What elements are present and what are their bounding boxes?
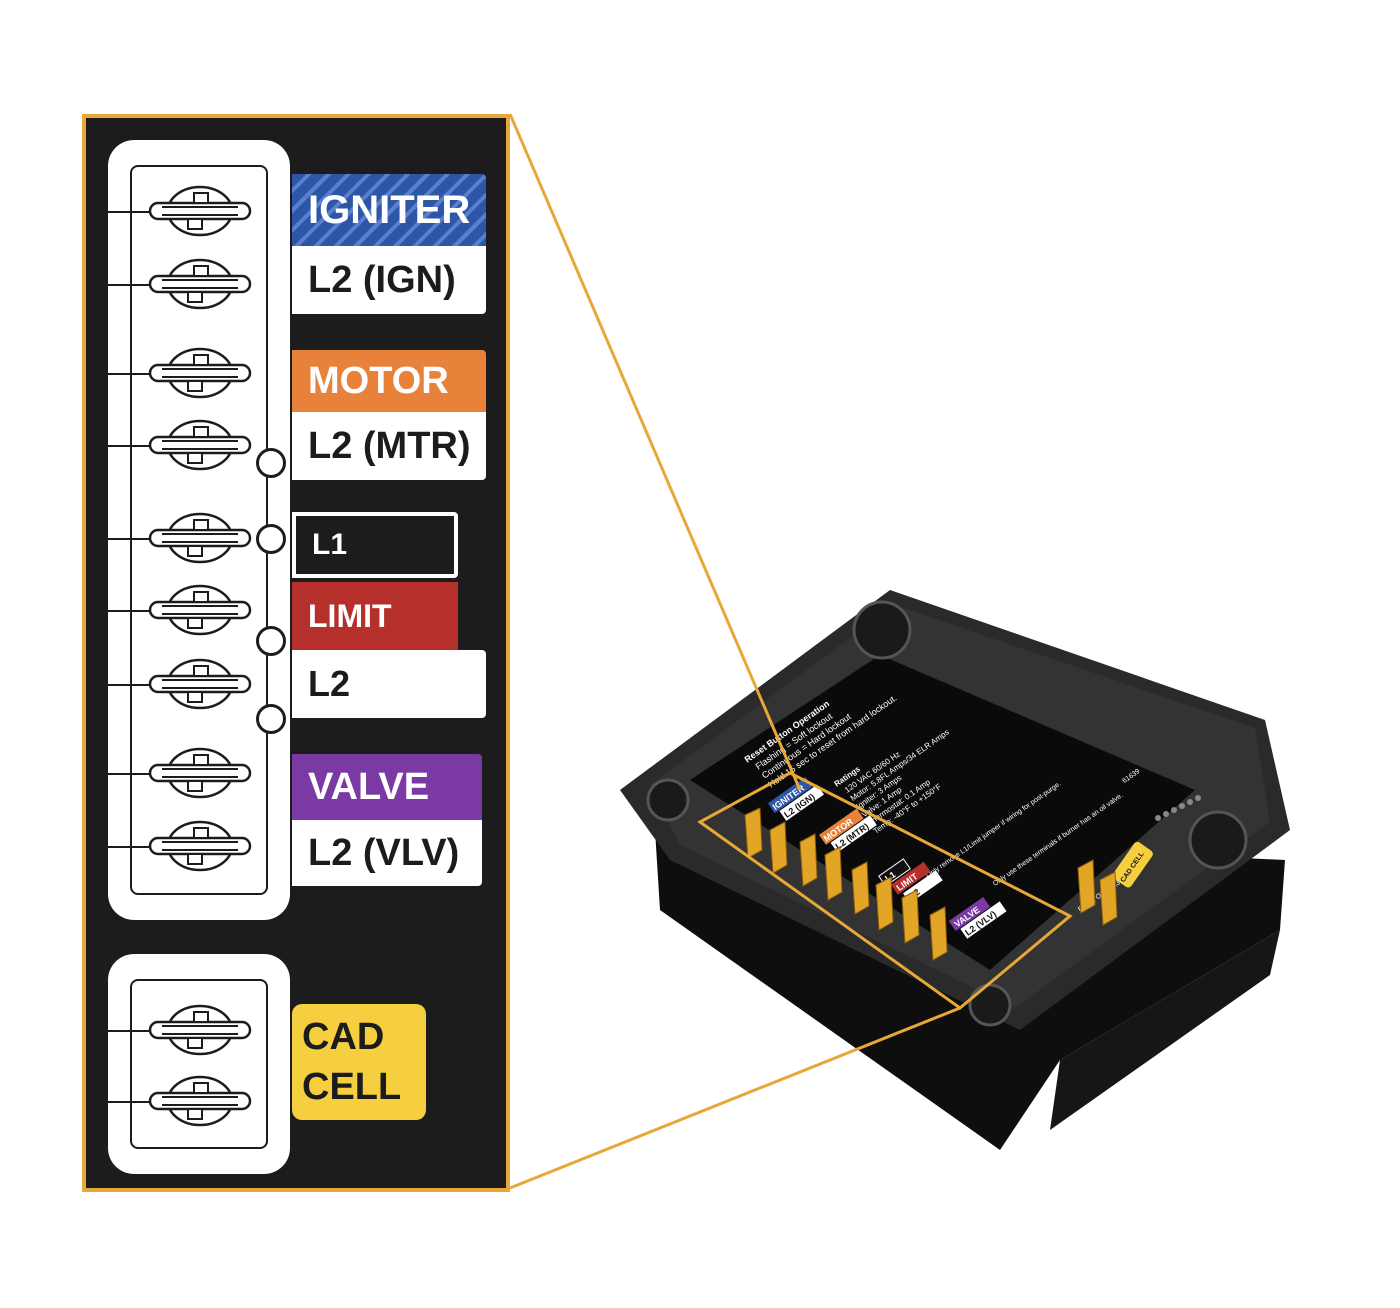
terminal-zoom-panel: IGNITER L2 (IGN) MOTOR L2 (MTR) L1 LIMIT… (82, 114, 510, 1192)
module-body-right (1050, 930, 1280, 1130)
terminal-lead-wire (86, 538, 166, 540)
callout-line-top (508, 113, 802, 791)
label-l1: L1 (292, 512, 458, 578)
label-motor: MOTOR (292, 350, 486, 412)
quick-connect-terminal-icon (148, 658, 252, 710)
label-igniter: IGNITER (292, 174, 486, 246)
cad-terminal-strip (130, 979, 268, 1149)
mount-hole (646, 778, 690, 822)
quick-connect-terminal-icon (148, 584, 252, 636)
label-limit: LIMIT (292, 582, 458, 650)
led-dots (1155, 795, 1201, 821)
quick-connect-terminal-icon (148, 747, 252, 799)
cad-line-2: CELL (302, 1066, 402, 1108)
terminal-lead-wire (86, 211, 166, 213)
label-valve: VALVE (292, 754, 482, 820)
cad-line-1: CAD (302, 1016, 385, 1058)
label-cad-cell: CAD CELL (292, 1004, 426, 1120)
jumper-connector (256, 704, 286, 734)
spade-terminals (744, 807, 1118, 961)
quick-connect-terminal-icon (148, 258, 252, 310)
callout-line-bottom (509, 1006, 961, 1190)
terminal-lead-wire (86, 684, 166, 686)
terminal-lead-wire (86, 445, 166, 447)
terminal-lead-wire (86, 284, 166, 286)
terminal-lead-wire (86, 846, 166, 848)
quick-connect-terminal-icon (148, 419, 252, 471)
highlight-box (697, 771, 1073, 1010)
label-l2-mtr: L2 (MTR) (292, 412, 486, 480)
terminal-block-cad (108, 954, 290, 1174)
quick-connect-terminal-icon (148, 185, 252, 237)
label-l2: L2 (292, 650, 486, 718)
terminal-lead-wire (86, 373, 166, 375)
terminal-lead-wire (86, 610, 166, 612)
quick-connect-terminal-icon (148, 1075, 252, 1127)
jumper-connector (256, 626, 286, 656)
jumper-connector (256, 448, 286, 478)
label-l2-ign: L2 (IGN) (292, 246, 486, 314)
quick-connect-terminal-icon (148, 347, 252, 399)
jumper-connector (256, 524, 286, 554)
module-label-plate (690, 655, 1195, 970)
mount-hole (1188, 810, 1248, 870)
quick-connect-terminal-icon (148, 1004, 252, 1056)
mount-hole (852, 600, 912, 660)
terminal-lead-wire (86, 773, 166, 775)
quick-connect-terminal-icon (148, 820, 252, 872)
label-l2-vlv: L2 (VLV) (292, 820, 482, 886)
mount-hole (968, 983, 1012, 1027)
quick-connect-terminal-icon (148, 512, 252, 564)
terminal-lead-wire (86, 1030, 166, 1032)
terminal-lead-wire (86, 1101, 166, 1103)
